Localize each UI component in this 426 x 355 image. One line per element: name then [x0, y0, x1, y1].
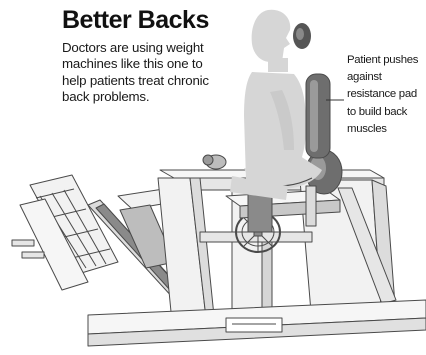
- description-line: back problems.: [62, 89, 242, 105]
- callout-line: muscles: [347, 121, 426, 138]
- description-line: machines like this one to: [62, 56, 242, 72]
- callout-line: resistance pad: [347, 86, 426, 103]
- graphic-title: Better Backs: [62, 6, 209, 34]
- graphic-description: Doctors are using weight machines like t…: [62, 40, 242, 106]
- callout-line: Patient pushes: [347, 52, 426, 69]
- callout-line: to build back: [347, 104, 426, 121]
- callout-line: against: [347, 69, 426, 86]
- description-line: help patients treat chronic: [62, 73, 242, 89]
- description-line: Doctors are using weight: [62, 40, 242, 56]
- resistance-pad: [306, 74, 330, 158]
- resistance-pad-callout: Patient pushes against resistance pad to…: [347, 52, 426, 138]
